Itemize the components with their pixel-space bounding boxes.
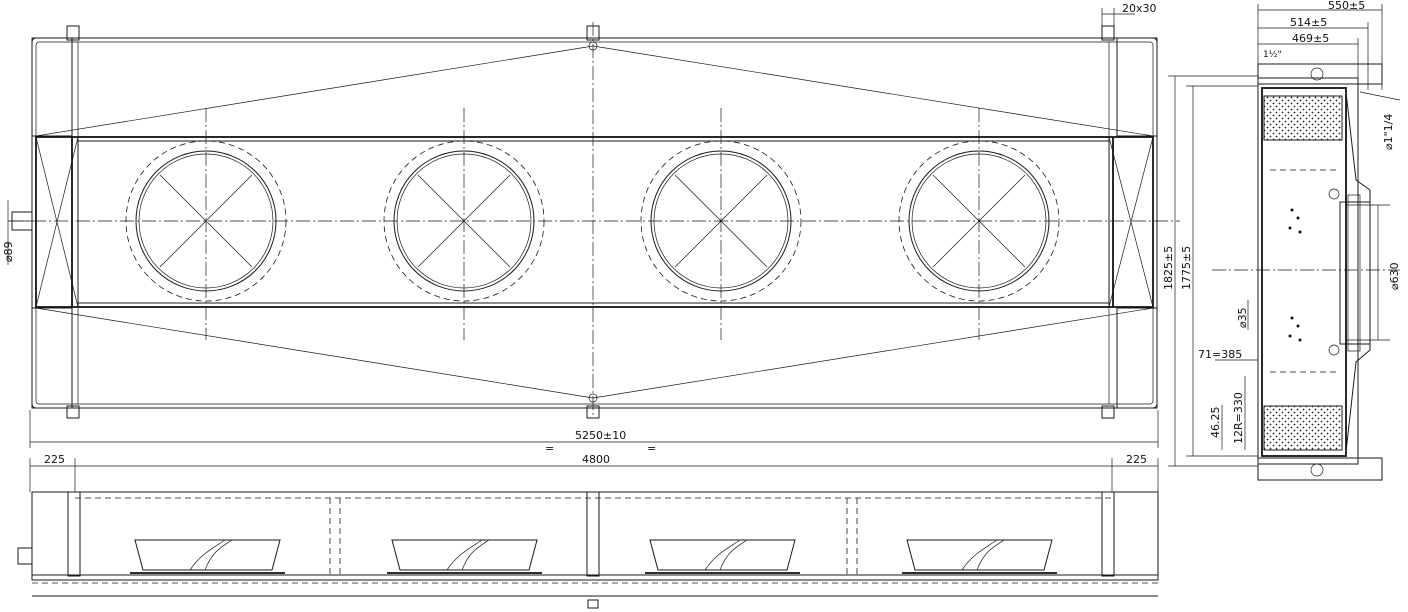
- side-view: [1168, 4, 1401, 481]
- fan-guard-1: [125, 108, 287, 340]
- top-view-dimensions: [7, 8, 1159, 448]
- symmetry-mark-right: =: [647, 442, 656, 455]
- fan-guard-2: [383, 108, 545, 340]
- fan-span-label: 4800: [582, 453, 610, 466]
- fan-motor-3: [645, 539, 800, 574]
- side-width-550-label: 550±5: [1328, 0, 1365, 12]
- fan-guard-3: [640, 108, 802, 340]
- right-overhang-label: 225: [1126, 453, 1147, 466]
- symmetry-mark-left: =: [545, 442, 554, 455]
- bracket-size-label: 20x30: [1122, 2, 1157, 15]
- side-width-469-label: 469±5: [1292, 32, 1329, 45]
- fan-motor-4: [902, 539, 1057, 574]
- drain-diameter-label: ⌀35: [1236, 307, 1249, 328]
- fan-motor-1: [130, 539, 285, 574]
- fan-motor-2: [387, 539, 542, 574]
- outer-height-label: 1825±5: [1162, 246, 1175, 290]
- connection-diameter-label: ⌀1"1/4: [1382, 114, 1395, 150]
- left-overhang-label: 225: [44, 453, 65, 466]
- top-view: [8, 22, 1180, 419]
- fan-guard-4: [898, 108, 1060, 340]
- tube-spec-385-label: 71=385: [1198, 348, 1242, 361]
- total-length-label: 5250±10: [575, 429, 626, 442]
- side-width-514-label: 514±5: [1290, 16, 1327, 29]
- front-view: [17, 458, 1159, 609]
- pipe-diameter-label: ⌀89: [2, 241, 15, 262]
- tube-pitch-label: 46.25: [1209, 407, 1222, 439]
- tube-spec-330-label: 12R=330: [1232, 392, 1245, 444]
- small-stack-label: 1½": [1263, 50, 1282, 60]
- fan-diameter-label: ⌀630: [1388, 262, 1401, 290]
- inner-height-label: 1775±5: [1180, 246, 1193, 290]
